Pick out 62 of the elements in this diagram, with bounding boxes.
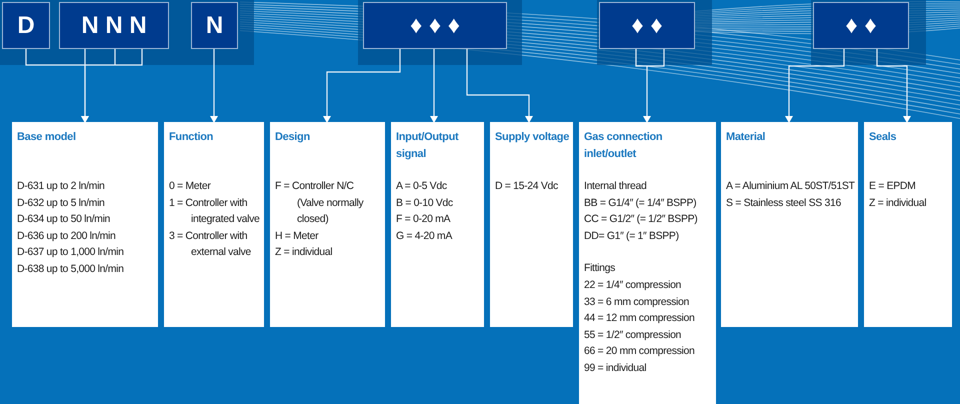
option-text: 66 = 20 mm compression	[584, 344, 696, 360]
option-text: 55 = 1/2″ compression	[584, 328, 682, 343]
option-text: D-634 up to 50 ln/min	[17, 212, 112, 228]
code-box: ♦ ♦ ♦	[363, 2, 507, 49]
option-text: D-636 up to 200 ln/min	[17, 228, 117, 244]
option-text: Internal thread	[584, 179, 648, 194]
code-box: N	[191, 2, 238, 49]
option-text: CC = G1/2″ (= 1/2″ BSPP)	[584, 212, 698, 228]
option-card	[391, 122, 484, 327]
option-text: 3 = Controller with external valve	[169, 228, 252, 260]
option-text: 22 = 1/4″ compression	[584, 278, 682, 293]
option-text: DD= G1″ (= 1″ BSPP)	[584, 228, 680, 244]
option-text: Z = individual	[869, 196, 928, 211]
option-text: 99 = individual	[584, 360, 648, 376]
option-text: D-631 up to 2 ln/min	[17, 179, 106, 194]
option-text: 1 = Controller with integrated valve	[169, 196, 261, 228]
option-text: F = Controller N/C (Valve normally closed)	[275, 179, 364, 228]
option-card	[721, 122, 858, 327]
option-text: H = Meter	[275, 228, 320, 244]
card-heading: Input/Output signal	[396, 130, 460, 162]
card-heading: Design	[275, 130, 311, 145]
option-text: D-632 up to 5 ln/min	[17, 196, 106, 211]
option-text: D-637 up to 1,000 ln/min	[17, 245, 125, 260]
option-text: D-638 up to 5,000 ln/min	[17, 262, 125, 277]
code-box: D	[2, 2, 50, 49]
option-text: B = 0-10 Vdc	[396, 196, 454, 211]
option-card	[864, 122, 952, 327]
arrow	[635, 48, 665, 123]
arrow	[323, 49, 401, 123]
arrow	[876, 49, 911, 123]
option-text: F = 0-20 mA	[396, 212, 452, 228]
option-text: 33 = 6 mm compression	[584, 294, 690, 310]
option-card	[490, 122, 573, 327]
card-heading: Supply voltage	[495, 130, 570, 145]
option-text: A = 0-5 Vdc	[396, 179, 448, 194]
card-heading: Material	[726, 130, 766, 145]
card-heading: Seals	[869, 130, 898, 145]
arrow	[430, 49, 438, 123]
option-text: E = EPDM	[869, 179, 917, 194]
arrow	[210, 49, 218, 123]
arrow	[785, 49, 845, 123]
option-text: A = Aluminium AL 50ST/51ST	[726, 179, 855, 194]
option-text: G = 4-20 mA	[396, 228, 454, 244]
card-heading: Base model	[17, 130, 77, 145]
card-heading: Function	[169, 130, 214, 145]
code-box: ♦ ♦	[813, 2, 909, 49]
code-box: ♦ ♦	[599, 2, 695, 49]
option-text: Z = individual	[275, 245, 334, 260]
option-card	[164, 122, 264, 327]
option-card	[12, 122, 158, 327]
option-card	[579, 122, 716, 404]
option-card	[270, 122, 385, 327]
option-text: 44 = 12 mm compression	[584, 311, 696, 326]
code-box: N N N	[59, 2, 169, 49]
option-text: Fittings	[584, 261, 616, 276]
option-text: BB = G1/4″ (= 1/4″ BSPP)	[584, 196, 698, 211]
option-text: S = Stainless steel SS 316	[726, 196, 842, 211]
option-text: D = 15-24 Vdc	[495, 179, 559, 194]
option-text: 0 = Meter	[169, 179, 212, 194]
card-heading: Gas connection inlet/outlet	[584, 130, 664, 162]
arrow	[466, 49, 533, 123]
arrow	[81, 49, 89, 123]
